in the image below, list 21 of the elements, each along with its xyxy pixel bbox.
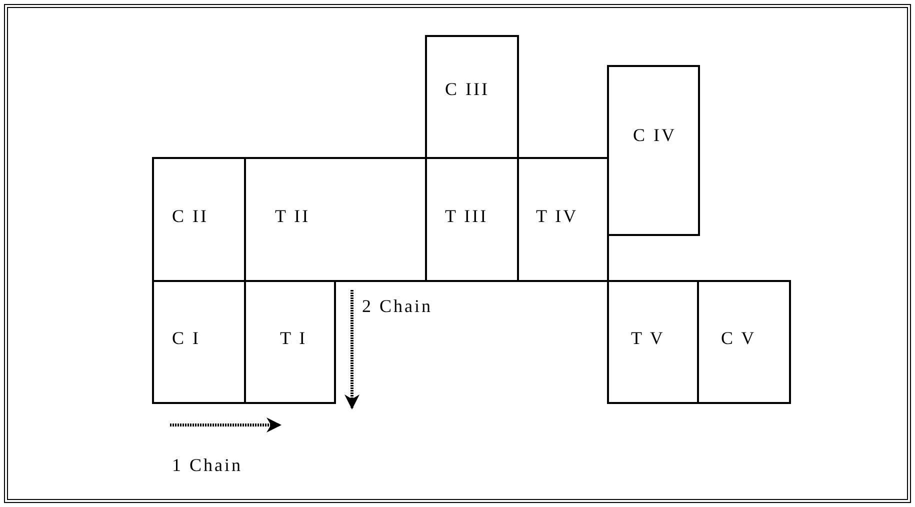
block-label: T IV bbox=[536, 206, 578, 226]
block-box bbox=[607, 280, 699, 404]
block-label: C III bbox=[445, 79, 490, 99]
block-label: C II bbox=[172, 206, 208, 226]
block-label: T III bbox=[445, 206, 488, 226]
block-label: T V bbox=[631, 328, 665, 348]
block-box bbox=[244, 157, 427, 282]
block-box bbox=[517, 157, 609, 282]
block-box bbox=[152, 280, 246, 404]
block-label: C IV bbox=[633, 125, 676, 145]
block-box bbox=[425, 35, 519, 159]
chain-label: 2 Chain bbox=[362, 296, 432, 316]
block-box bbox=[607, 65, 700, 236]
block-box bbox=[152, 157, 246, 282]
chain-label: 1 Chain bbox=[172, 455, 242, 475]
block-box bbox=[244, 280, 336, 404]
block-label: C I bbox=[172, 328, 200, 348]
block-label: C V bbox=[721, 328, 756, 348]
block-label: T II bbox=[275, 206, 310, 226]
block-box bbox=[697, 280, 791, 404]
block-label: T I bbox=[280, 328, 308, 348]
